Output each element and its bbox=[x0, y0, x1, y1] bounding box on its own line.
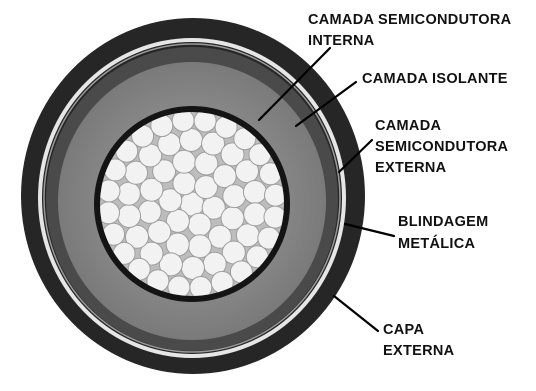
leader-line-outer-jacket bbox=[334, 296, 378, 331]
conductor-strand bbox=[117, 182, 140, 205]
label-outer-jacket-line-1: CAPA bbox=[383, 322, 424, 338]
label-inner-semiconductor: CAMADA SEMICONDUTORA INTERNA bbox=[308, 12, 515, 49]
label-outer-semiconductor: CAMADA SEMICONDUTORA EXTERNA bbox=[375, 118, 512, 176]
label-insulation-line-1: CAMADA ISOLANTE bbox=[362, 71, 508, 87]
conductor-strand bbox=[244, 203, 267, 226]
conductor-strand bbox=[173, 172, 196, 195]
conductor-strand bbox=[188, 213, 211, 236]
conductor-strand bbox=[148, 220, 171, 243]
label-metal-shield: BLINDAGEM METÁLICA bbox=[398, 214, 493, 252]
conductor-strand bbox=[243, 181, 266, 204]
label-outer-semiconductor-line-2: SEMICONDUTORA bbox=[375, 139, 509, 155]
conductor-strand bbox=[118, 205, 141, 228]
conductor-strand bbox=[213, 165, 236, 188]
cable-cross-section bbox=[21, 18, 365, 374]
label-metal-shield-line-2: METÁLICA bbox=[398, 235, 476, 252]
label-outer-jacket: CAPA EXTERNA bbox=[383, 322, 455, 359]
label-inner-semiconductor-line-2: INTERNA bbox=[308, 33, 375, 49]
label-outer-semiconductor-line-3: EXTERNA bbox=[375, 160, 447, 176]
conductor-strand bbox=[138, 200, 161, 223]
label-insulation: CAMADA ISOLANTE bbox=[362, 71, 508, 87]
label-inner-semiconductor-line-1: CAMADA SEMICONDUTORA bbox=[308, 12, 512, 28]
label-metal-shield-line-1: BLINDAGEM bbox=[398, 214, 489, 230]
label-outer-jacket-line-2: EXTERNA bbox=[383, 343, 455, 359]
label-outer-semiconductor-line-1: CAMADA bbox=[375, 118, 441, 134]
conductor-strand bbox=[223, 185, 246, 208]
